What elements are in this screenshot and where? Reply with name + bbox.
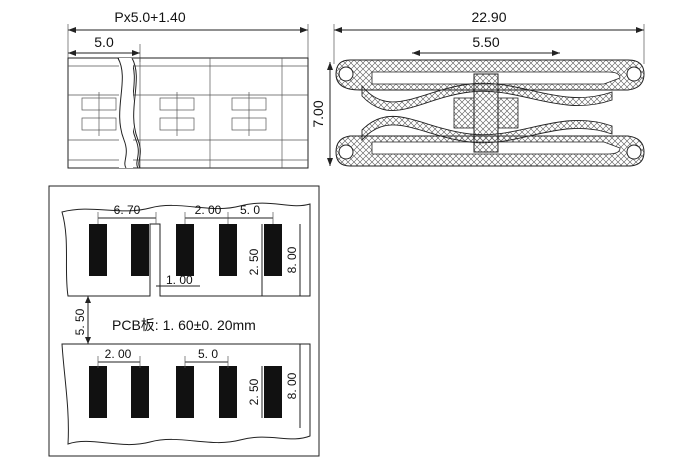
slot-dim-label: 1. 00 [166,273,193,287]
top-edge-dim-label: 6. 70 [114,203,141,217]
pitch-dim-arrow-left [68,50,76,56]
pcb-view: 6. 70 2. 00 5. 0 2. 50 8. 00 1. 00 5. 50… [48,185,320,457]
side-body [67,57,309,169]
bottom-board-height-label: 8. 00 [285,372,299,399]
center-post [473,73,499,153]
pad [176,366,194,418]
pad [219,224,237,276]
break-line-2 [129,57,139,169]
pitch-dim-arrow-right [132,50,140,56]
hole-bottom-right [626,144,642,160]
overall-dim-label: Px5.0+1.40 [114,9,185,25]
hole-bottom-left [338,144,354,160]
top-pad-height-label: 2. 50 [247,248,261,275]
top-board-height-label: 8. 00 [285,246,299,273]
side-screw-slots [81,92,267,136]
pcb-board-top [61,202,311,297]
pad [264,366,282,418]
pad [131,366,149,418]
pcb-thickness-note: PCB板: 1. 60±0. 20mm [112,317,256,333]
front-view: 22.90 5.50 7.00 [310,9,645,167]
width-dim-label: 22.90 [471,9,506,25]
pad [219,366,237,418]
pad [176,224,194,276]
top-pitch-label: 5. 0 [240,203,260,217]
top-pad-spacing-label: 2. 00 [195,203,222,217]
overall-dim-arrow-left [68,27,76,33]
pad [264,224,282,276]
overall-dim-arrow-right [300,27,308,33]
center-block-right [497,97,519,129]
pcb-board-bottom [61,343,311,446]
pad [89,224,107,276]
side-body-outline [67,57,309,169]
top-pads [89,224,282,276]
height-dim-label: 7.00 [310,100,326,127]
bottom-pad-height-label: 2. 50 [247,378,261,405]
pad [131,224,149,276]
side-view: Px5.0+1.40 5.0 [67,9,309,169]
bottom-pad-spacing-label: 2. 00 [105,347,132,361]
center-block-left [453,97,475,129]
bottom-pads [89,366,282,418]
gap-dim-label: 5. 50 [73,308,87,335]
hole-top-right [626,66,642,82]
hole-top-left [338,66,354,82]
pad [89,366,107,418]
pitch-dim-label: 5.0 [94,34,114,50]
inner-dim-label: 5.50 [472,34,499,50]
bottom-pitch-label: 5. 0 [198,347,218,361]
